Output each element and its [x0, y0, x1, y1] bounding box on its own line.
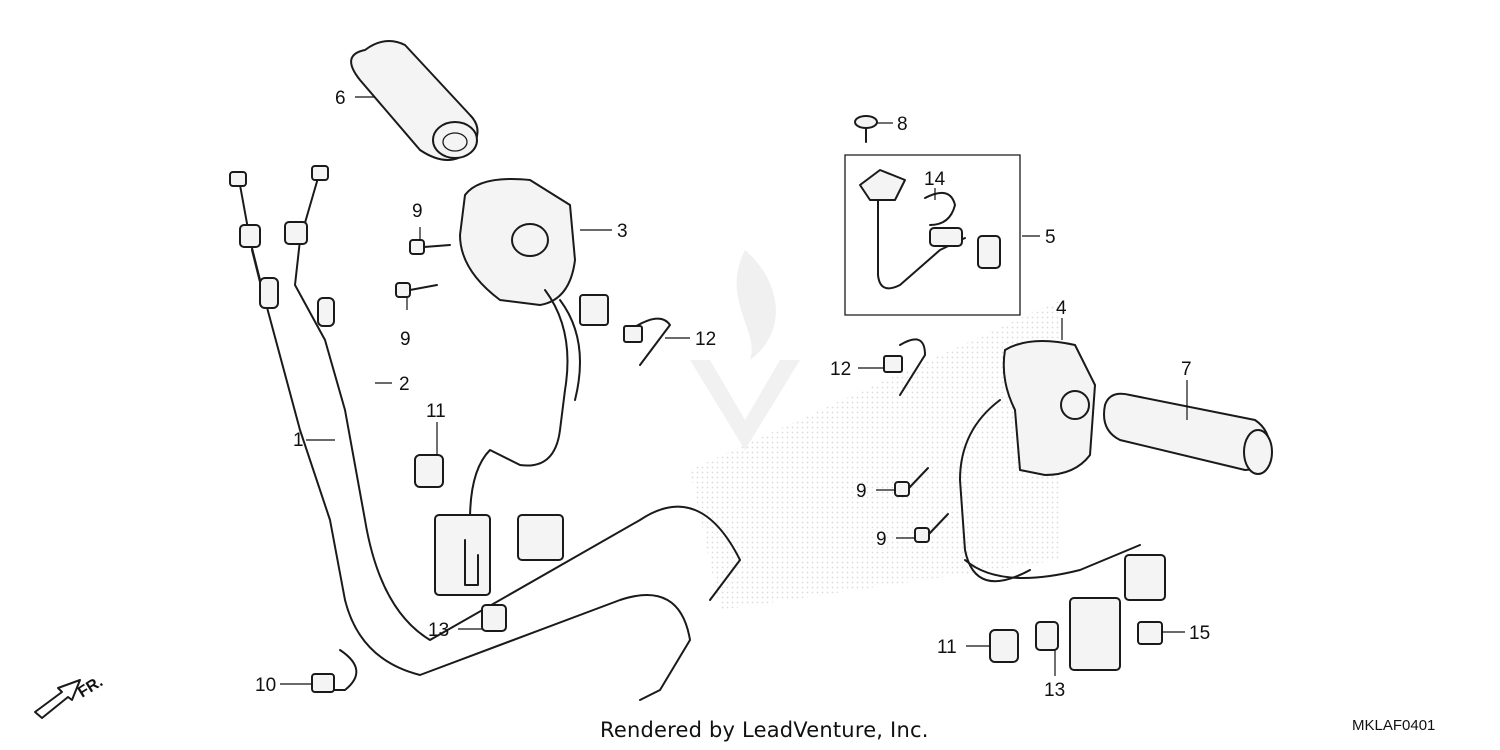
screw-8[interactable] — [854, 115, 878, 143]
callout-3: 3 — [617, 221, 628, 242]
callout-1: 1 — [293, 430, 304, 451]
callout-14: 14 — [924, 169, 946, 190]
watermark — [690, 250, 1060, 610]
cable-band-12-right[interactable] — [883, 338, 926, 396]
cable-tie-10[interactable] — [311, 649, 358, 693]
callout-4: 4 — [1056, 298, 1067, 319]
callout-12-right: 12 — [830, 359, 851, 380]
wire-clamp-11-right[interactable] — [989, 629, 1019, 663]
screw-9-lower-right[interactable] — [914, 513, 949, 543]
front-direction-arrow-icon: FR. — [34, 673, 106, 719]
clip-13-right[interactable] — [1035, 621, 1059, 651]
cable-band-12-left[interactable] — [623, 317, 671, 366]
callout-9-lower-left: 9 — [400, 329, 411, 350]
throttle-cable-2[interactable] — [259, 165, 741, 641]
callout-9-lower-right: 9 — [876, 529, 887, 550]
leader-lines — [280, 96, 1188, 685]
clip-14[interactable] — [924, 191, 956, 226]
diagram-code: MKLAF0401 — [1352, 717, 1436, 734]
callout-7: 7 — [1181, 359, 1192, 380]
callout-8: 8 — [897, 114, 908, 135]
brake-switch-assembly-box — [844, 154, 1021, 316]
right-connector-large[interactable] — [1069, 597, 1121, 671]
callout-9-upper-left: 9 — [412, 201, 423, 222]
left-connector-large[interactable] — [434, 514, 491, 596]
right-grip[interactable] — [1103, 392, 1273, 475]
callout-9-upper-right: 9 — [856, 481, 867, 502]
screw-9-upper-right[interactable] — [894, 467, 929, 497]
right-switch-housing[interactable] — [959, 340, 1141, 583]
callout-13-left: 13 — [428, 620, 449, 641]
left-connector-small[interactable] — [517, 514, 564, 561]
front-direction-label: FR. — [75, 673, 106, 701]
callout-11-left: 11 — [426, 401, 446, 422]
connector-15[interactable] — [1137, 621, 1163, 645]
wire-clamp-11-left[interactable] — [414, 454, 444, 488]
callout-5: 5 — [1045, 227, 1056, 248]
callout-6: 6 — [335, 88, 346, 109]
callout-13-right: 13 — [1044, 680, 1065, 701]
callout-12-left: 12 — [695, 329, 716, 350]
throttle-cable-1[interactable] — [229, 171, 691, 701]
render-credit: Rendered by LeadVenture, Inc. — [600, 718, 929, 742]
callout-2: 2 — [399, 374, 410, 395]
callout-15: 15 — [1189, 623, 1210, 644]
callout-11-right: 11 — [937, 637, 957, 658]
left-grip[interactable] — [350, 40, 479, 161]
screw-9-upper-left[interactable] — [409, 239, 451, 255]
left-switch-housing[interactable] — [459, 178, 609, 521]
screw-9-lower-left[interactable] — [395, 282, 438, 298]
brake-switch-5[interactable] — [859, 169, 1001, 290]
right-connector-small[interactable] — [1124, 554, 1166, 601]
callout-labels: 1 2 3 4 5 6 7 8 9 9 9 9 10 11 11 12 12 1… — [255, 88, 1210, 701]
callout-10: 10 — [255, 675, 276, 696]
clip-13-left[interactable] — [481, 604, 507, 632]
